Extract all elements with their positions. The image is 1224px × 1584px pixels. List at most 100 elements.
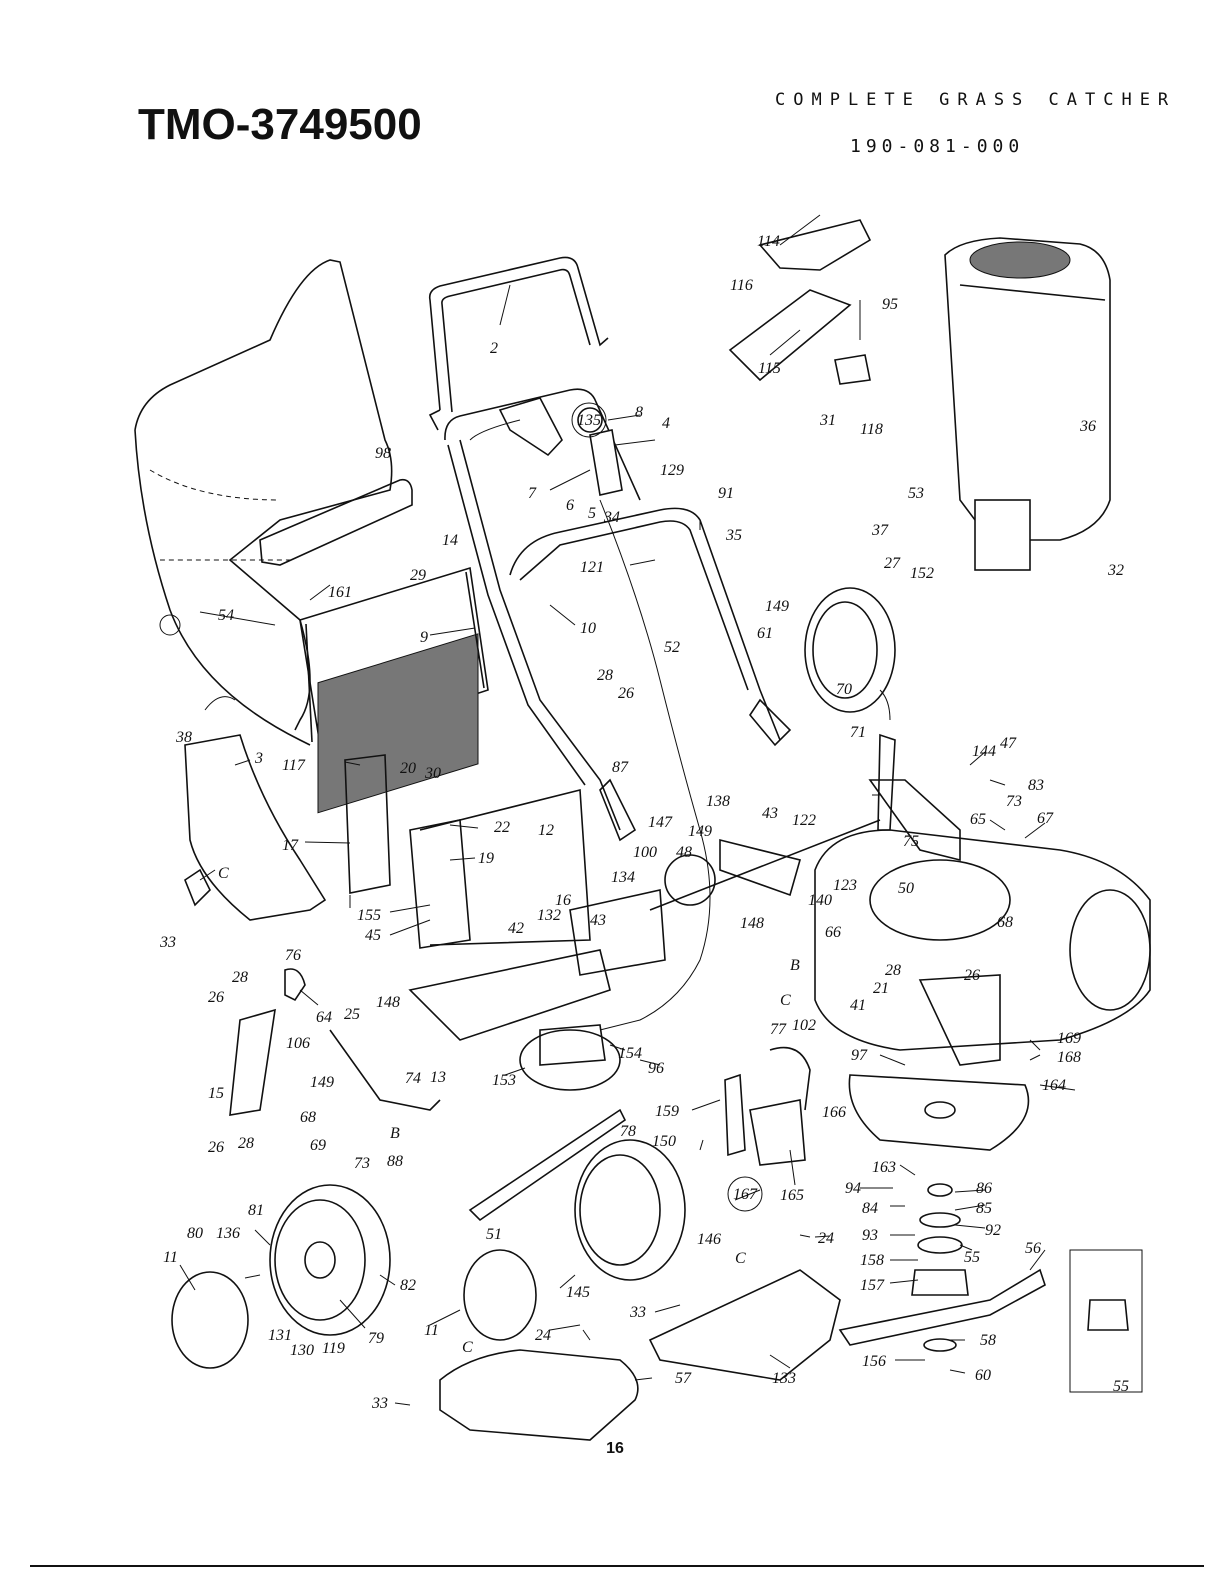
callout-94: 94 xyxy=(845,1180,861,1197)
callout-29: 29 xyxy=(410,567,426,584)
callout-50: 50 xyxy=(898,880,914,897)
callout-148-a: 148 xyxy=(376,994,400,1011)
callout-33-b: 33 xyxy=(629,1304,646,1321)
engine-drawing xyxy=(944,237,1111,571)
callout-labels: 2 3 4 5 6 7 8 9 10 11 11 12 13 14 15 16 … xyxy=(159,233,1129,1412)
cable-drawing xyxy=(469,419,711,1031)
callout-159: 159 xyxy=(655,1103,679,1120)
callout-58: 58 xyxy=(980,1332,996,1349)
callout-C-mulch: C xyxy=(462,1339,473,1356)
callout-147: 147 xyxy=(648,814,673,831)
callout-3: 3 xyxy=(254,750,263,767)
callout-17: 17 xyxy=(282,837,299,854)
callout-85: 85 xyxy=(976,1200,992,1217)
callout-28-a: 28 xyxy=(597,667,613,684)
page-number: 16 xyxy=(606,1440,624,1457)
callout-6: 6 xyxy=(566,497,574,514)
callout-B-deck: B xyxy=(790,957,800,974)
leader-lines xyxy=(179,214,1076,1406)
callout-166: 166 xyxy=(822,1104,846,1121)
callout-73-a: 73 xyxy=(1006,793,1022,810)
callout-C-door: C xyxy=(218,865,229,882)
callout-35: 35 xyxy=(725,527,742,544)
callout-152: 152 xyxy=(910,565,934,582)
callout-54: 54 xyxy=(218,607,234,624)
callout-77: 77 xyxy=(770,1021,787,1038)
callout-28-b: 28 xyxy=(232,969,248,986)
inset-adapter-box-drawing xyxy=(1069,1249,1143,1393)
callout-2: 2 xyxy=(490,340,498,357)
callout-158: 158 xyxy=(860,1252,884,1269)
callout-22: 22 xyxy=(494,819,510,836)
callout-122: 122 xyxy=(792,812,816,829)
callout-71: 71 xyxy=(850,724,866,741)
callout-144: 144 xyxy=(972,743,996,760)
callout-C-chute: C xyxy=(735,1250,746,1267)
callout-91: 91 xyxy=(718,485,734,502)
callout-9: 9 xyxy=(420,629,428,646)
callout-55-inset: 55 xyxy=(1113,1378,1129,1395)
callout-11-left: 11 xyxy=(163,1249,178,1266)
callout-69: 69 xyxy=(310,1137,326,1154)
callout-53: 53 xyxy=(908,485,924,502)
callout-74: 74 xyxy=(405,1070,421,1087)
callout-121: 121 xyxy=(580,559,604,576)
callout-116: 116 xyxy=(730,277,753,294)
blade-adapter-stack-drawing xyxy=(911,1183,969,1352)
handwritten-note-part-number: 190-081-000 xyxy=(850,136,1025,157)
callout-26-c: 26 xyxy=(208,1139,224,1156)
callout-37: 37 xyxy=(871,522,889,539)
callout-87: 87 xyxy=(612,759,629,776)
mower-deck-drawing xyxy=(814,829,1151,1066)
rear-door-drawing xyxy=(184,734,591,949)
height-adjuster-drawing xyxy=(229,733,961,1116)
callout-68-height: 68 xyxy=(300,1109,316,1126)
callout-154: 154 xyxy=(618,1045,642,1062)
callout-51: 51 xyxy=(486,1226,502,1243)
callout-140: 140 xyxy=(808,892,832,909)
callout-26-a: 26 xyxy=(618,685,634,702)
callout-32: 32 xyxy=(1107,562,1124,579)
callout-153: 153 xyxy=(492,1072,516,1089)
callout-150: 150 xyxy=(652,1133,676,1150)
circled-callouts xyxy=(571,402,763,1212)
callout-5: 5 xyxy=(588,505,596,522)
callout-75: 75 xyxy=(903,833,919,850)
callout-25: 25 xyxy=(344,1006,360,1023)
callout-28-d: 28 xyxy=(885,962,901,979)
callout-129: 129 xyxy=(660,462,684,479)
callout-96: 96 xyxy=(648,1060,664,1077)
callout-8: 8 xyxy=(635,404,643,421)
callout-52: 52 xyxy=(664,639,680,656)
callout-19: 19 xyxy=(478,850,494,867)
callout-97: 97 xyxy=(851,1047,868,1064)
callout-10: 10 xyxy=(580,620,596,637)
callout-31: 31 xyxy=(819,412,836,429)
front-axle-drawing xyxy=(468,1108,627,1222)
callout-33-c: 33 xyxy=(371,1395,388,1412)
callout-79: 79 xyxy=(368,1330,384,1347)
callout-43-b: 43 xyxy=(590,912,606,929)
callout-C-deck: C xyxy=(780,992,791,1009)
callout-42: 42 xyxy=(508,920,524,937)
callout-14: 14 xyxy=(442,532,458,549)
footer-rule xyxy=(30,1565,1204,1567)
drive-housing-drawing xyxy=(408,819,881,1041)
callout-78: 78 xyxy=(620,1123,636,1140)
callout-86: 86 xyxy=(976,1180,992,1197)
callout-80: 80 xyxy=(187,1225,203,1242)
blade-plate-drawing xyxy=(848,1074,1030,1151)
callout-100: 100 xyxy=(633,844,657,861)
lower-handle-drawing xyxy=(444,388,792,842)
callout-13: 13 xyxy=(430,1069,446,1086)
callout-36: 36 xyxy=(1079,418,1096,435)
callout-66: 66 xyxy=(825,924,841,941)
callout-7: 7 xyxy=(528,485,537,502)
callout-45: 45 xyxy=(365,927,381,944)
grass-catcher-bag-drawing xyxy=(134,259,393,746)
handwritten-note-grass-catcher: COMPLETE GRASS CATCHER xyxy=(775,90,1177,110)
callout-20: 20 xyxy=(400,760,416,777)
callout-98: 98 xyxy=(375,445,391,462)
callout-11-front: 11 xyxy=(424,1322,439,1339)
